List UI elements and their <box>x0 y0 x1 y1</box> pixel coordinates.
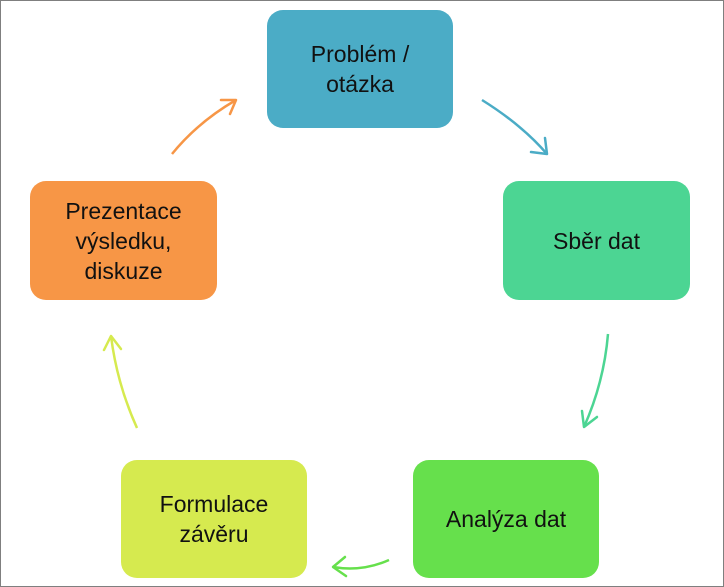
node-sber-label: Sběr dat <box>553 227 640 254</box>
node-problem-otazka: Problém / otázka <box>267 10 453 128</box>
arrow-prezent-to-problem <box>171 98 238 155</box>
arrow-problem-to-sber <box>481 98 549 156</box>
arrow-analyza-to-formul <box>331 555 390 578</box>
node-formulace-label: Formulace závěru <box>159 491 269 547</box>
node-formulace-zaveru: Formulace závěru <box>121 460 307 578</box>
node-prezentace-vysledku: Prezentace výsledku, diskuze <box>30 181 217 300</box>
node-prezentace-label: Prezentace výsledku, diskuze <box>65 197 182 284</box>
arrow-sber-to-analyza <box>580 333 610 429</box>
node-sber-dat: Sběr dat <box>503 181 690 300</box>
node-analyza-label: Analýza dat <box>445 506 567 532</box>
arrow-formul-to-prezent <box>102 334 139 429</box>
node-analyza-dat: Analýza dat <box>413 460 599 578</box>
node-problem-label: Problém / otázka <box>310 41 410 97</box>
